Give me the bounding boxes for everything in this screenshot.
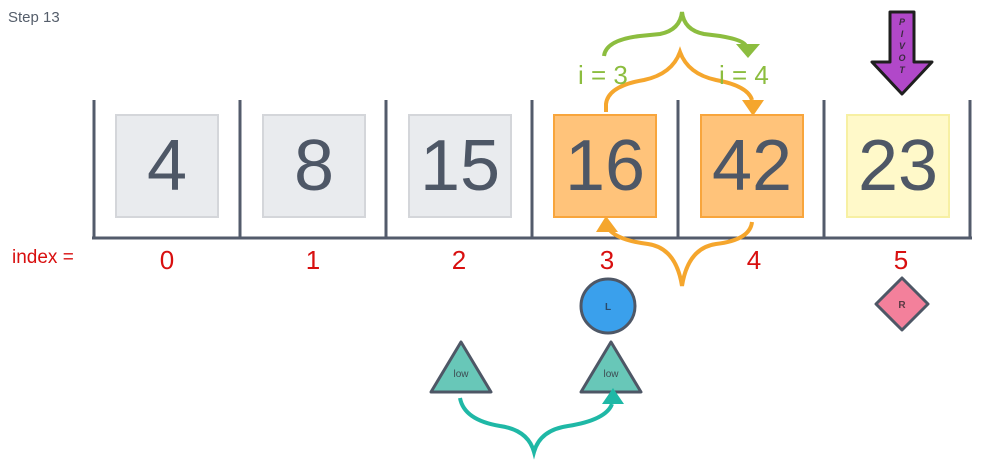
pivot-letter: V <box>899 41 906 51</box>
array-cell: 8 <box>262 114 366 218</box>
array-cell-highlighted: 42 <box>700 114 804 218</box>
array-cell: 4 <box>115 114 219 218</box>
i-label: i = 4 <box>719 60 769 90</box>
pivot-letter: O <box>898 53 905 63</box>
index-number: 0 <box>159 245 175 275</box>
low-marker-old <box>429 340 493 394</box>
i-pointer-curve <box>602 11 748 57</box>
array-cell-pivot: 23 <box>846 114 950 218</box>
left-marker-label: L <box>605 302 611 313</box>
index-number: 2 <box>451 245 467 275</box>
low-marker-label: low <box>603 369 619 380</box>
low-move-curve <box>458 397 614 460</box>
array-frame <box>92 100 972 240</box>
index-number: 5 <box>893 245 909 275</box>
step-label: Step 13 <box>8 9 60 26</box>
i-label: i = 3 <box>578 60 628 90</box>
left-pointer-marker <box>579 277 637 335</box>
low-move-arrowhead <box>602 388 624 404</box>
array-cell-highlighted: 16 <box>553 114 657 218</box>
index-number: 3 <box>599 245 615 275</box>
index-row-label: index = <box>12 247 74 268</box>
i-pointer-arrowhead <box>736 44 760 58</box>
swap-arrowhead-top <box>742 100 764 116</box>
swap-arrowhead-bottom <box>596 216 618 232</box>
index-number: 1 <box>305 245 321 275</box>
swap-curve-top <box>604 46 754 112</box>
index-number: 4 <box>746 245 762 275</box>
array-cell: 15 <box>408 114 512 218</box>
low-marker-new <box>579 340 643 394</box>
pivot-letter: P <box>899 17 906 27</box>
right-pointer-marker <box>874 276 930 332</box>
pivot-letter: I <box>901 29 904 39</box>
right-marker-label: R <box>898 300 906 311</box>
swap-curve-bottom <box>606 221 754 287</box>
low-marker-label: low <box>453 369 469 380</box>
pivot-arrow-icon <box>870 10 934 96</box>
pivot-letter: T <box>899 65 906 75</box>
